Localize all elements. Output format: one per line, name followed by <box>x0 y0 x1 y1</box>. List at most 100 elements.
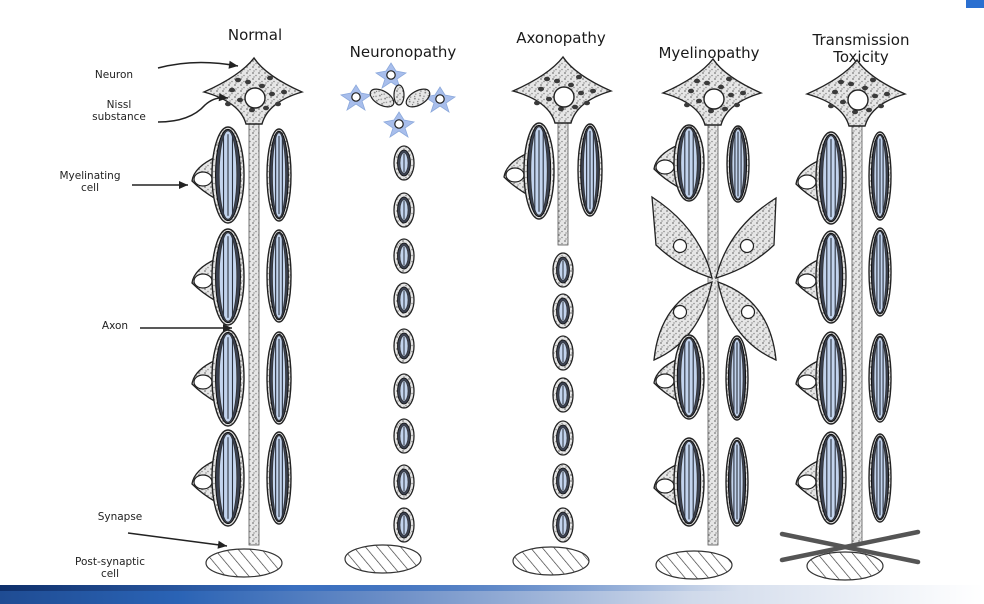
label-axon: Axon <box>101 320 129 332</box>
transmission-neuron <box>804 58 908 127</box>
normal-sheath-left <box>191 228 245 326</box>
nissl-granule <box>688 88 694 94</box>
swollen-schwann-cell <box>653 281 713 362</box>
myelinopathy-sheath-right <box>726 125 750 203</box>
synapse-arrow <box>127 532 228 549</box>
myelinopathy-sheath-left <box>653 437 705 527</box>
schwann-nucleus <box>505 167 525 183</box>
axonopathy-bead <box>552 377 574 413</box>
axonopathy-bead <box>552 293 574 329</box>
schwann-nucleus <box>797 474 817 490</box>
schwann-nucleus <box>193 171 213 187</box>
nissl-granule <box>696 98 702 104</box>
nissl-granule <box>878 103 884 109</box>
nissl-granule <box>576 74 582 80</box>
myelinopathy-sheath-right <box>725 437 749 527</box>
normal-sheath-left <box>191 126 245 224</box>
arrow-line <box>127 532 228 547</box>
nissl-granule <box>263 105 269 111</box>
blocked-synapse-cross <box>779 529 921 563</box>
label-myelinating-line1: Myelinating <box>59 170 121 182</box>
neuronopathy-bead <box>393 192 415 228</box>
demyelinated-cells <box>651 195 777 362</box>
nissl-granule <box>554 78 560 84</box>
nissl-granule <box>249 107 255 113</box>
soma-remnant <box>393 84 405 106</box>
axonopathy-bead <box>552 252 574 288</box>
schwann-nucleus <box>193 474 213 490</box>
nissl-granule <box>704 80 710 86</box>
myelinating-arrow <box>132 181 188 189</box>
label-nissl-line2: substance <box>92 111 146 123</box>
transmission-sheath-right <box>868 433 892 523</box>
nissl-granule <box>229 87 235 93</box>
nissl-granule <box>848 81 854 87</box>
label-post-synaptic-line1: Post-synaptic <box>74 556 145 568</box>
axonopathy-sheath-left <box>503 122 555 220</box>
nissl-granule <box>852 109 858 115</box>
nissl-granule <box>572 104 578 110</box>
transmission-axon <box>851 121 863 546</box>
neuronopathy-bead <box>393 507 415 543</box>
nissl-granule <box>828 103 834 109</box>
schwann-nucleus <box>193 273 213 289</box>
nissl-granule <box>578 90 584 96</box>
nissl-granule <box>694 78 700 84</box>
axonopathy-bead <box>552 335 574 371</box>
normal-sheath-left <box>191 429 245 527</box>
fragment-nucleus <box>435 94 445 104</box>
corner-accent <box>966 0 984 8</box>
myelinopathy-sheath-left <box>653 124 705 202</box>
nissl-granule <box>866 107 872 113</box>
nissl-granule <box>840 99 846 105</box>
neuronopathy-bead <box>393 418 415 454</box>
schwann-nucleus <box>739 238 755 254</box>
transmission-sheath-right <box>868 131 892 221</box>
arrow-line <box>157 61 239 69</box>
nissl-granule <box>718 84 724 90</box>
schwann-nucleus <box>797 174 817 190</box>
nissl-granule <box>728 92 734 98</box>
title-axonopathy: Axonopathy <box>516 29 606 47</box>
label-nissl-line1: Nissl <box>106 99 132 111</box>
transmission-sheath-left <box>795 230 847 324</box>
label-synapse: Synapse <box>97 511 143 523</box>
normal-sheath-right <box>266 128 292 222</box>
normal-neuron <box>201 56 305 125</box>
label-myelinating-line2: cell <box>80 182 100 194</box>
neuronopathy-fragments <box>339 62 457 138</box>
fragment-nucleus <box>394 119 404 129</box>
neuronopathy-bead <box>393 145 415 181</box>
axonopathy-bead <box>552 507 574 543</box>
swollen-schwann-cell <box>717 281 777 362</box>
schwann-nucleus <box>655 159 675 175</box>
title-myelinopathy: Myelinopathy <box>658 44 760 62</box>
nissl-granule <box>722 106 728 112</box>
nissl-granule <box>558 106 564 112</box>
soma-nucleus <box>244 87 266 109</box>
myelinopathy-neuron <box>660 57 764 126</box>
fragment-nucleus <box>351 92 361 102</box>
schwann-nucleus <box>672 238 688 254</box>
label-post-synaptic-line2: cell <box>100 568 120 580</box>
nissl-granule <box>267 75 273 81</box>
normal-sheath-left <box>191 329 245 427</box>
neuronopathy-bead <box>393 282 415 318</box>
schwann-nucleus <box>193 374 213 390</box>
axon-arrow <box>140 324 232 332</box>
normal-sheath-right <box>266 431 292 525</box>
nissl-granule <box>870 77 876 83</box>
transmission-sheath-left <box>795 431 847 525</box>
label-neuron: Neuron <box>94 69 134 81</box>
nissl-granule <box>726 76 732 82</box>
axonopathy-bead <box>552 420 574 456</box>
nissl-granule <box>872 93 878 99</box>
nissl-granule <box>740 90 746 96</box>
nissl-granule <box>534 100 540 106</box>
nissl-granule <box>884 91 890 97</box>
fragment-nucleus <box>386 70 396 80</box>
schwann-nucleus <box>655 478 675 494</box>
title-normal: Normal <box>227 26 283 44</box>
neuron-arrow <box>157 60 239 69</box>
